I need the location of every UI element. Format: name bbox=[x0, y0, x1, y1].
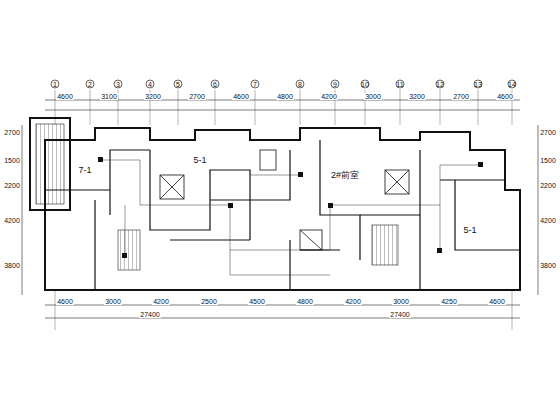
dimension-text: 4600 bbox=[488, 298, 506, 305]
dimension-text: 4500 bbox=[248, 298, 266, 305]
axis-number: 11 bbox=[395, 81, 404, 88]
exterior-walls bbox=[30, 118, 520, 290]
dimension-text: 3200 bbox=[144, 93, 162, 100]
dimension-text: 3000 bbox=[104, 298, 122, 305]
dimension-text: 4200 bbox=[539, 217, 557, 224]
dimension-text: 3100 bbox=[100, 93, 118, 100]
axis-bubbles bbox=[51, 80, 516, 88]
dimension-text: 2200 bbox=[539, 182, 557, 189]
axis-number: 4 bbox=[147, 81, 153, 88]
dimension-text: 4250 bbox=[440, 298, 458, 305]
dimension-text: 2200 bbox=[3, 182, 21, 189]
dimension-text: 4200 bbox=[344, 298, 362, 305]
dimension-text: 2700 bbox=[539, 129, 557, 136]
axis-number: 12 bbox=[435, 81, 445, 88]
dimension-text: 2500 bbox=[200, 298, 218, 305]
dimension-text: 1500 bbox=[539, 157, 557, 164]
dimension-lines bbox=[22, 90, 538, 330]
dimension-text: 27400 bbox=[139, 311, 160, 318]
dimension-text: 2700 bbox=[3, 129, 21, 136]
dimension-text: 4600 bbox=[232, 93, 250, 100]
axis-number: 3 bbox=[115, 81, 121, 88]
dimension-text: 4600 bbox=[496, 93, 514, 100]
dimension-text: 2700 bbox=[188, 93, 206, 100]
axis-number: 10 bbox=[360, 81, 370, 88]
wiring bbox=[100, 160, 480, 275]
dimension-text: 4200 bbox=[320, 93, 338, 100]
interior-walls bbox=[45, 140, 520, 290]
stair-symbols bbox=[36, 124, 398, 270]
dimension-text: 3800 bbox=[539, 262, 557, 269]
axis-number: 2 bbox=[87, 81, 93, 88]
room-label: 7-1 bbox=[77, 166, 92, 175]
axis-number: 14 bbox=[507, 81, 517, 88]
axis-number: 1 bbox=[52, 81, 58, 88]
axis-number: 9 bbox=[332, 81, 338, 88]
axis-number: 5 bbox=[175, 81, 181, 88]
dimension-text: 4200 bbox=[3, 217, 21, 224]
dimension-text: 4600 bbox=[56, 93, 74, 100]
dimension-text: 4200 bbox=[152, 298, 170, 305]
dimension-text: 4800 bbox=[296, 298, 314, 305]
dimension-text: 1500 bbox=[3, 157, 21, 164]
dimension-text: 3000 bbox=[392, 298, 410, 305]
axis-number: 8 bbox=[297, 81, 303, 88]
dimension-text: 27400 bbox=[389, 311, 410, 318]
dimension-text: 3800 bbox=[3, 262, 21, 269]
dimension-text: 5-1 bbox=[192, 156, 207, 165]
room-label: 5-1 bbox=[462, 226, 477, 235]
axis-number: 13 bbox=[473, 81, 483, 88]
elevator-symbols bbox=[160, 150, 409, 250]
axis-number: 7 bbox=[252, 81, 258, 88]
dimension-text: 2700 bbox=[452, 93, 470, 100]
device-symbols bbox=[98, 157, 483, 258]
dimension-text: 4600 bbox=[56, 298, 74, 305]
dimension-text: 4800 bbox=[276, 93, 294, 100]
axis-number: 6 bbox=[212, 81, 218, 88]
dimension-text: 2#前室 bbox=[330, 171, 360, 180]
dimension-text: 3200 bbox=[408, 93, 426, 100]
dimension-text: 3000 bbox=[364, 93, 382, 100]
